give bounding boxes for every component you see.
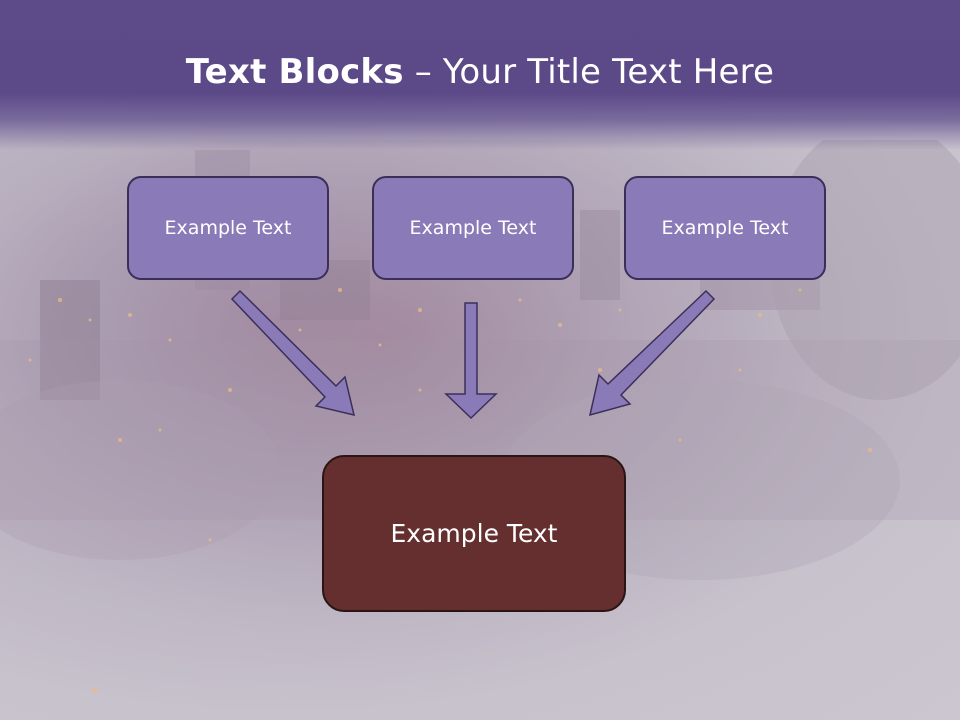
text-block-1-label: Example Text: [164, 217, 292, 239]
target-block[interactable]: Example Text: [322, 455, 626, 612]
arrow-left: [230, 289, 356, 417]
title-bar: Text Blocks – Your Title Text Here: [0, 0, 960, 150]
title-separator: –: [403, 52, 443, 92]
text-block-2[interactable]: Example Text: [372, 176, 574, 280]
title-bold: Text Blocks: [185, 52, 404, 92]
arrow-right: [588, 289, 716, 417]
text-block-3[interactable]: Example Text: [624, 176, 826, 280]
text-block-3-label: Example Text: [661, 217, 789, 239]
target-block-label: Example Text: [390, 519, 558, 548]
text-block-1[interactable]: Example Text: [127, 176, 329, 280]
slide-title: Text Blocks – Your Title Text Here: [0, 52, 960, 92]
arrow-center: [444, 302, 498, 420]
title-rest: Your Title Text Here: [442, 52, 775, 92]
text-block-2-label: Example Text: [409, 217, 537, 239]
